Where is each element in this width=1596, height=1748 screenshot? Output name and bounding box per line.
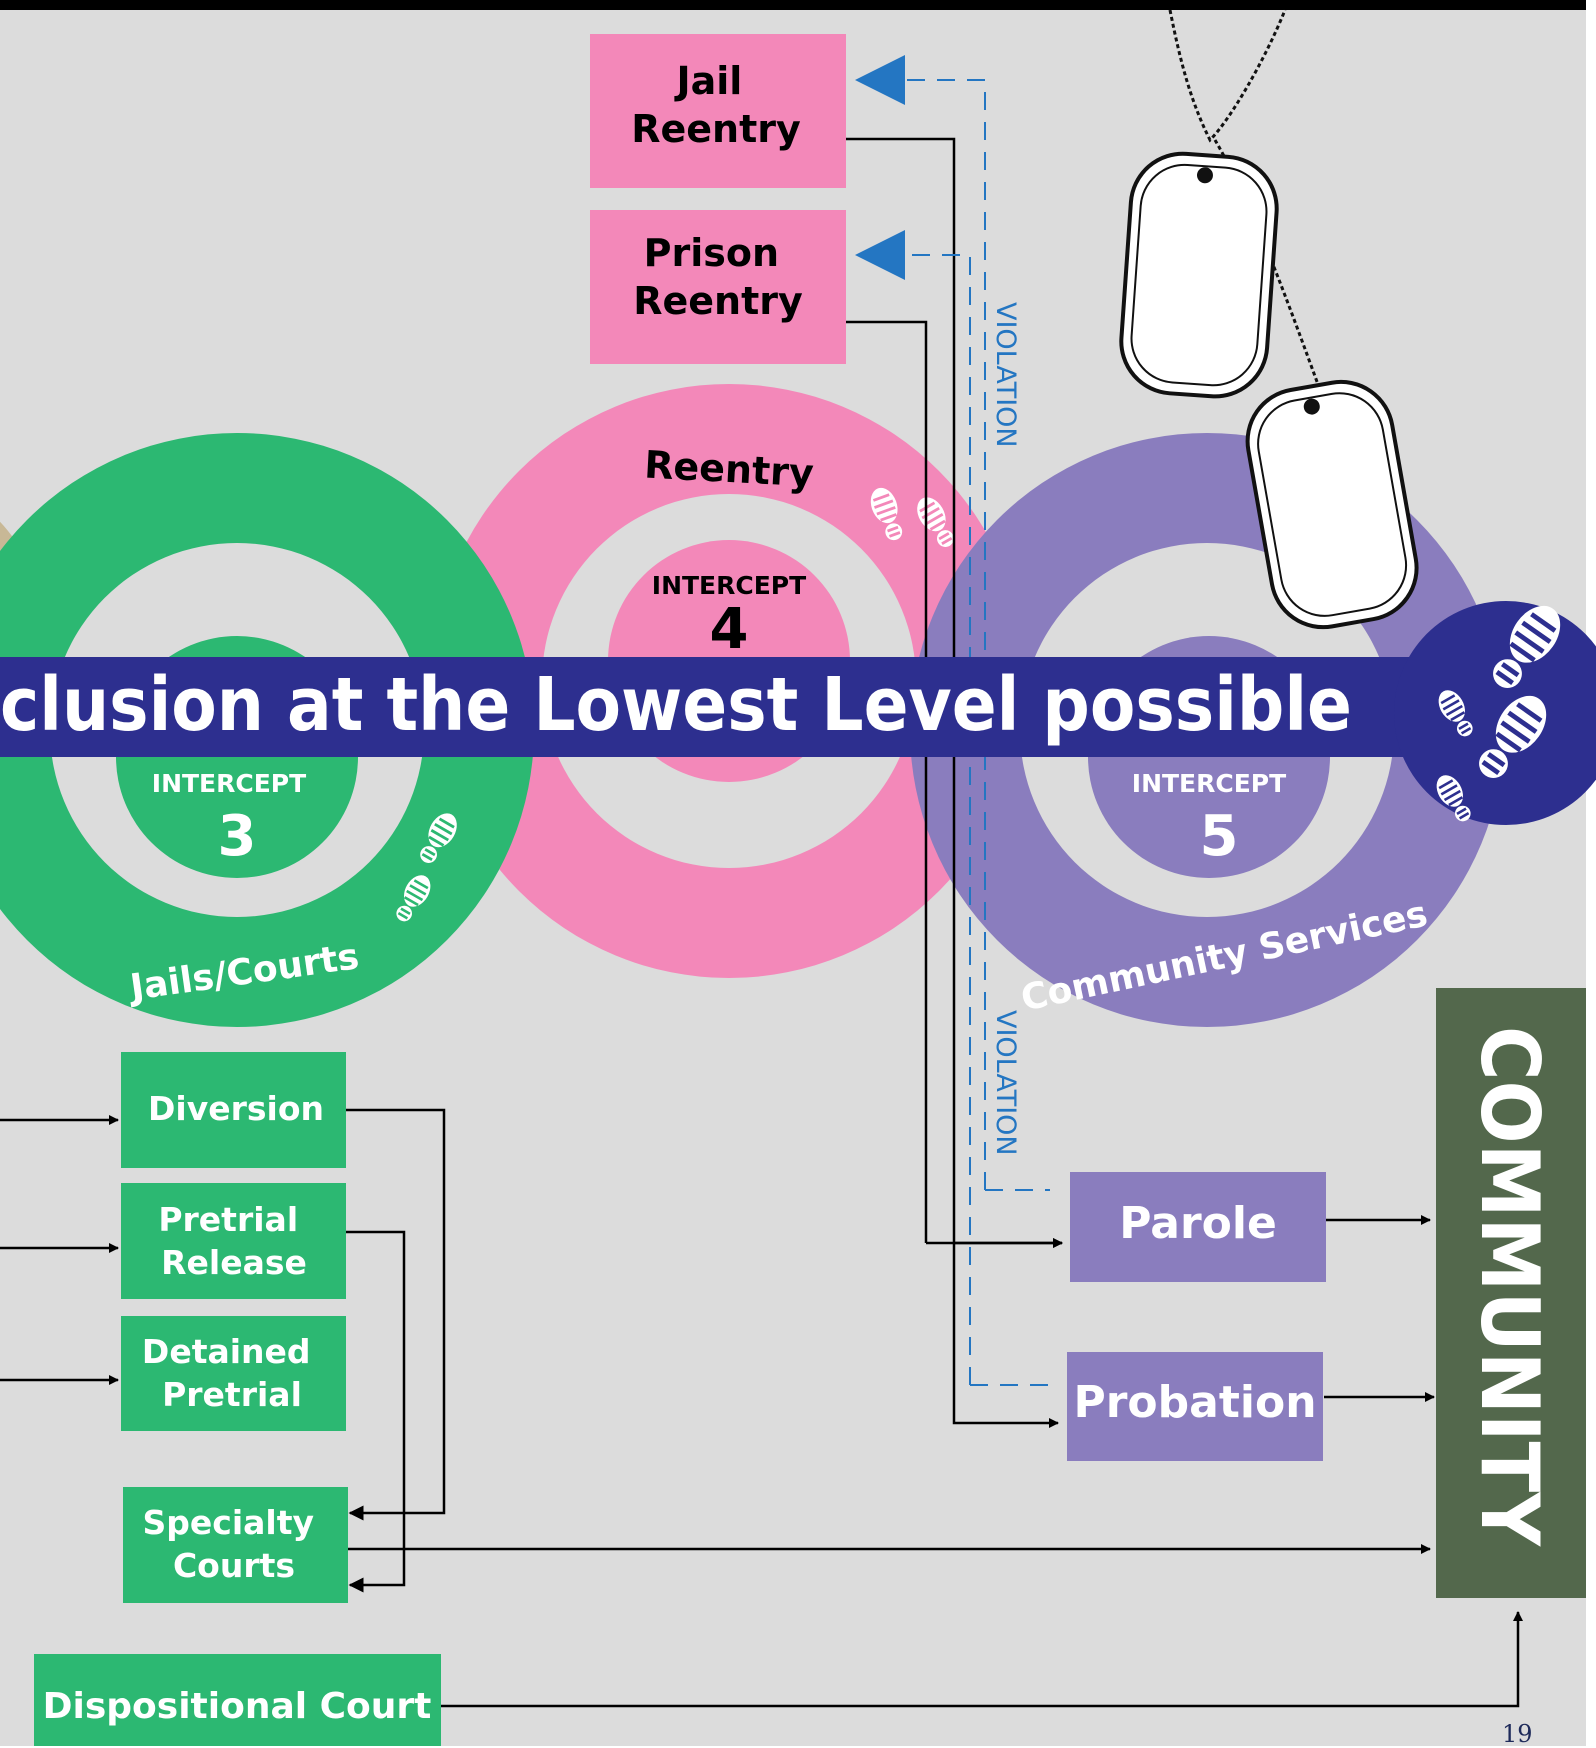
detained-pretrial-line-1: Detained xyxy=(142,1332,311,1371)
intercept-4-number: 4 xyxy=(710,597,749,662)
intercept-3-label: INTERCEPT xyxy=(152,769,306,798)
svg-text:Detained Pretrial: Detained Pretrial xyxy=(142,1332,322,1414)
footprints-badge xyxy=(1394,601,1596,825)
svg-text:Specialty Courts: Specialty Courts xyxy=(142,1503,325,1585)
svg-text:Pretrial Release: Pretrial Release xyxy=(158,1200,309,1282)
dispositional-court-box xyxy=(34,1654,441,1746)
probation-label: Probation xyxy=(1073,1377,1316,1428)
top-bar xyxy=(0,0,1586,10)
community-box xyxy=(1436,988,1586,1598)
jail-reentry-line-1: Jail xyxy=(673,59,742,103)
prison-reentry-line-2: Reentry xyxy=(633,279,803,323)
svg-text:Prison Reentry: Prison Reentry xyxy=(633,231,803,323)
pretrial-release-box xyxy=(121,1183,346,1299)
intercept-3-number: 3 xyxy=(218,804,257,869)
jail-reentry-line-2: Reentry xyxy=(631,107,801,151)
violation-label: VIOLATION xyxy=(990,1010,1021,1156)
parole-label: Parole xyxy=(1119,1198,1277,1249)
probation-box xyxy=(1067,1352,1323,1461)
dog-tags-icon xyxy=(1119,9,1419,630)
intercept-4-ring-label: Reentry xyxy=(643,443,815,496)
detained-pretrial-box xyxy=(121,1316,346,1431)
right-margin xyxy=(1586,0,1596,1746)
specialty-courts-line-2: Courts xyxy=(173,1546,295,1585)
parole-box xyxy=(1070,1172,1326,1282)
intercept-4-label: INTERCEPT xyxy=(652,571,806,600)
prison-reentry-line-1: Prison xyxy=(644,231,779,275)
svg-text:Jail Reentry: Jail Reentry xyxy=(631,59,801,151)
violation-line xyxy=(900,79,1055,1386)
page-number: 19 xyxy=(1502,1720,1533,1748)
diversion-box xyxy=(121,1052,346,1168)
violation-label: VIOLATION xyxy=(990,302,1021,448)
banner-text: clusion at the Lowest Level possible xyxy=(0,662,1352,748)
jail-reentry-box xyxy=(590,34,846,188)
violation-arrowhead xyxy=(855,230,905,280)
pretrial-release-line-2: Release xyxy=(161,1243,307,1282)
specialty-courts-line-1: Specialty xyxy=(142,1503,314,1542)
prison-reentry-box xyxy=(590,210,846,364)
diversion-label: Diversion xyxy=(148,1089,324,1128)
intercept-5-label: INTERCEPT xyxy=(1132,769,1286,798)
dispositional-court-label: Dispositional Court xyxy=(43,1686,432,1727)
pretrial-release-line-1: Pretrial xyxy=(158,1200,298,1239)
specialty-courts-box xyxy=(123,1487,348,1603)
violation-arrowhead xyxy=(855,55,905,105)
banner xyxy=(0,657,1440,757)
detained-pretrial-line-2: Pretrial xyxy=(162,1375,302,1414)
community-label: COMMUNITY xyxy=(1463,1026,1556,1547)
intercept-5-number: 5 xyxy=(1200,804,1239,869)
